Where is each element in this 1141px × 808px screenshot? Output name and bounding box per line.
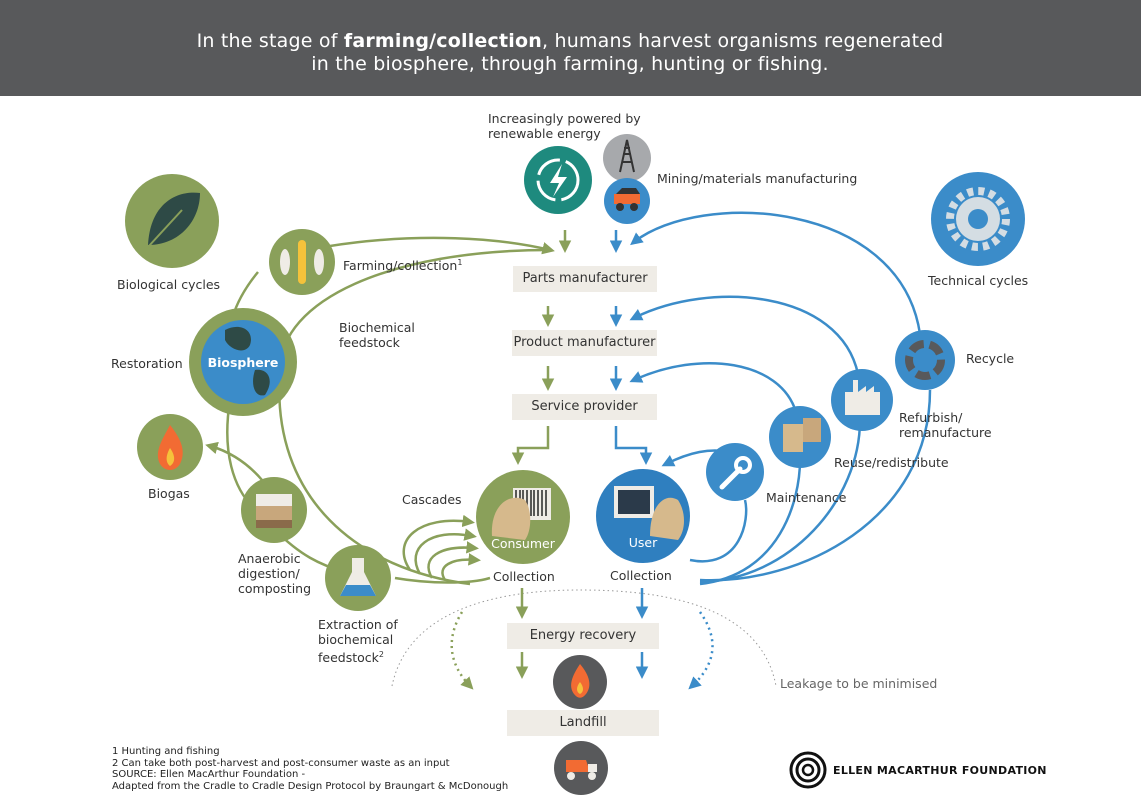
barcode-icon	[476, 470, 570, 564]
refurbish-line1: Refurbish/	[899, 410, 963, 425]
energy-recovery-box: Energy recovery	[507, 623, 659, 649]
biochem-line1: Biochemical	[339, 320, 415, 335]
footnote-adapted: Adapted from the Cradle to Cradle Design…	[112, 780, 509, 792]
mining-truck-icon	[604, 178, 650, 224]
wrench-icon	[706, 443, 764, 501]
energy-line2: renewable energy	[488, 126, 601, 141]
product-manufacturer-box: Product manufacturer	[512, 330, 657, 356]
refurbish-line2: remanufacture	[899, 425, 992, 440]
anaerobic-line3: composting	[238, 581, 312, 596]
technical-flows	[609, 211, 932, 690]
farming-text: Farming/collection	[343, 258, 458, 274]
extraction-line2: biochemical	[318, 632, 394, 647]
anaerobic-label: Anaerobic digestion/ composting	[238, 551, 311, 596]
user-label: User	[628, 535, 658, 550]
flame-icon	[137, 414, 203, 480]
maintenance-label: Maintenance	[766, 490, 847, 505]
energy-label: Increasingly powered by renewable energy	[488, 111, 641, 141]
recycle-icon	[895, 330, 955, 390]
collection-right-label: Collection	[610, 568, 672, 583]
oil-rig-icon	[603, 134, 651, 182]
mining-label: Mining/materials manufacturing	[657, 171, 858, 186]
extraction-line3: feedstock	[318, 650, 379, 666]
header-line2: in the biosphere, through farming, hunti…	[311, 53, 829, 75]
biosphere-label: Biosphere	[207, 355, 279, 370]
leaf-icon	[125, 174, 219, 268]
landfill-box: Landfill	[507, 710, 659, 736]
wheat-fish-icon	[269, 229, 335, 295]
globe-icon	[189, 308, 297, 416]
logo-text: ELLEN MACARTHUR FOUNDATION	[833, 764, 1047, 777]
cascades-label: Cascades	[402, 492, 462, 507]
extraction-label: Extraction of biochemical feedstock2	[318, 617, 398, 665]
gear-icon	[931, 172, 1025, 266]
consumer-label: Consumer	[491, 536, 555, 551]
leakage-label: Leakage to be minimised	[780, 676, 938, 691]
factory-icon	[831, 369, 893, 431]
leakage-arc	[391, 589, 777, 687]
header-banner: In the stage of farming/collection, huma…	[0, 0, 1141, 96]
anaerobic-line2: digestion/	[238, 566, 300, 581]
footnote-2: 2 Can take both post-harvest and post-co…	[112, 757, 450, 769]
technical-cycles-label: Technical cycles	[928, 273, 1029, 288]
restoration-label: Restoration	[111, 356, 183, 371]
flask-icon	[325, 545, 391, 611]
refurbish-label: Refurbish/ remanufacture	[899, 410, 992, 440]
recycle-label: Recycle	[966, 351, 1015, 366]
footnote-source: SOURCE: Ellen MacArthur Foundation -	[112, 769, 306, 780]
header-bold: farming/collection	[343, 30, 542, 52]
extraction-sup: 2	[378, 650, 384, 659]
extraction-line1: Extraction of	[318, 617, 398, 632]
parts-manufacturer-box: Parts manufacturer	[513, 266, 657, 292]
biological-cycles-label: Biological cycles	[117, 277, 221, 292]
collection-left-label: Collection	[493, 569, 555, 584]
anaerobic-line1: Anaerobic	[238, 551, 301, 566]
footnote-1: 1 Hunting and fishing	[112, 746, 220, 757]
biogas-label: Biogas	[148, 486, 190, 501]
header-prefix: In the stage of	[196, 30, 344, 52]
emf-logo-icon	[789, 751, 827, 789]
footnotes: 1 Hunting and fishing 2 Can take both po…	[112, 746, 508, 792]
renewable-energy-icon	[524, 146, 592, 214]
energy-line1: Increasingly powered by	[488, 111, 641, 126]
header-text: In the stage of farming/collection, huma…	[120, 30, 1020, 76]
soil-icon	[241, 477, 307, 543]
dump-truck-icon	[554, 741, 608, 795]
biochemical-feedstock-label: Biochemical feedstock	[339, 320, 415, 350]
service-provider-box: Service provider	[512, 394, 657, 420]
biochem-line2: feedstock	[339, 335, 400, 350]
energy-flame-icon	[553, 655, 607, 709]
computer-icon	[596, 469, 690, 563]
farming-label: Farming/collection1	[343, 255, 462, 273]
farming-sup: 1	[457, 258, 463, 267]
reuse-label: Reuse/redistribute	[834, 455, 949, 470]
header-suffix: , humans harvest organisms regenerated	[541, 30, 944, 52]
boxes-icon	[769, 406, 831, 468]
